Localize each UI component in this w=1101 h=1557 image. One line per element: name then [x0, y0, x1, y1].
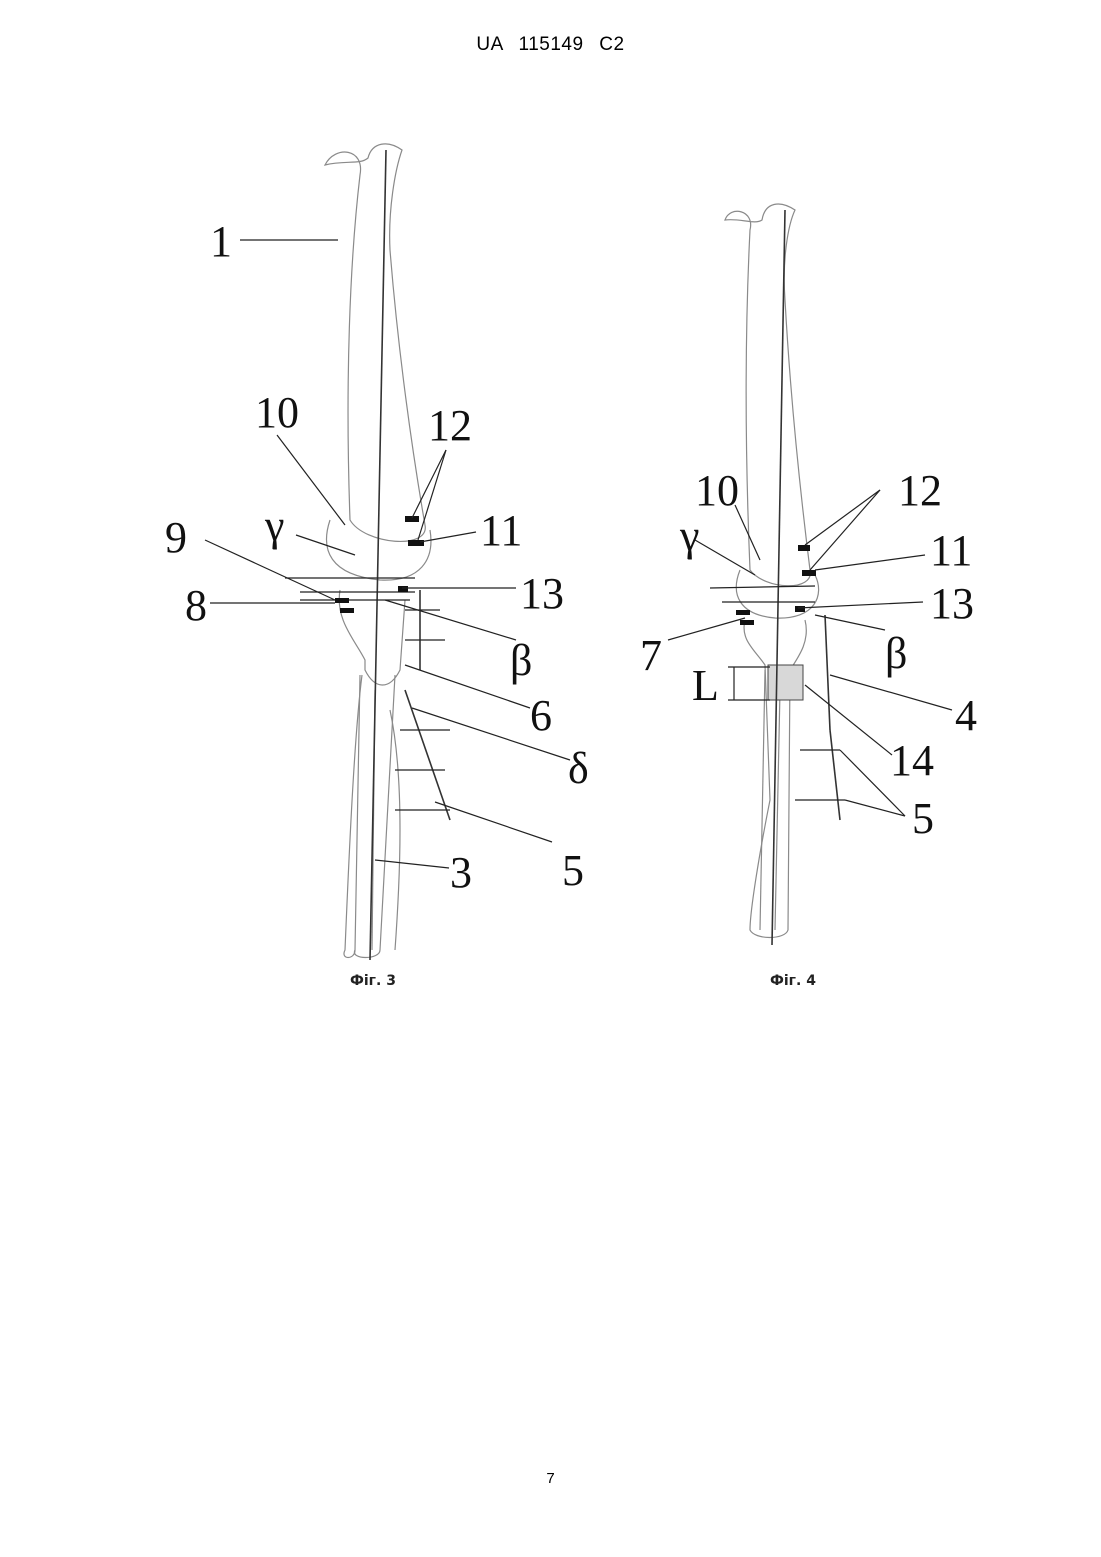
figure-4-drawing: 10 12 γ 11 13 7 β L 4 14 5 Фіг. 4 — [630, 130, 1010, 1000]
tibia-outline — [339, 590, 405, 685]
label-beta: β — [510, 636, 532, 685]
label-1: 1 — [210, 217, 232, 266]
label-5: 5 — [912, 794, 934, 843]
femur-outline — [725, 204, 810, 586]
label-6: 6 — [530, 691, 552, 740]
label-13: 13 — [520, 569, 564, 618]
label-delta: δ — [568, 744, 589, 793]
label-10: 10 — [255, 388, 299, 437]
page-number: 7 — [0, 1470, 1101, 1487]
label-4: 4 — [955, 691, 977, 740]
guide-wire — [370, 150, 386, 960]
figure-3-drawing: 1 10 12 γ 11 9 13 8 β 6 δ 5 3 Фіг. 3 — [150, 130, 610, 1000]
label-14: 14 — [890, 736, 934, 785]
label-10: 10 — [695, 466, 739, 515]
label-9: 9 — [165, 513, 187, 562]
document-header: UA 115149 C2 — [0, 34, 1101, 56]
label-11: 11 — [480, 506, 522, 555]
label-12: 12 — [428, 401, 472, 450]
label-L: L — [692, 661, 719, 710]
label-8: 8 — [185, 581, 207, 630]
label-11: 11 — [930, 526, 972, 575]
label-gamma: γ — [679, 511, 699, 560]
figure-3-caption: Фіг. 3 — [350, 973, 396, 989]
figure-4-caption: Фіг. 4 — [770, 973, 816, 989]
label-7: 7 — [640, 631, 662, 680]
label-5: 5 — [562, 846, 584, 895]
label-3: 3 — [450, 848, 472, 897]
label-13: 13 — [930, 579, 974, 628]
label-gamma: γ — [264, 501, 284, 550]
label-beta: β — [885, 629, 907, 678]
label-12: 12 — [898, 466, 942, 515]
bone-graft-block — [768, 665, 803, 700]
femur-outline — [325, 144, 425, 542]
guide-wire — [772, 210, 785, 945]
